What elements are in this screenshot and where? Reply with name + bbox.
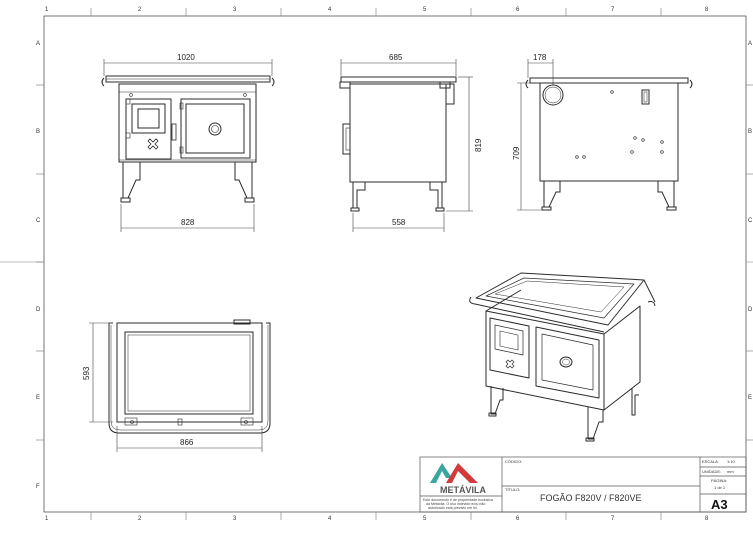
company-name: METÁVILA [440, 485, 486, 495]
unit-label: UNIDADE: [702, 469, 721, 474]
front-view [101, 75, 275, 203]
zone-column-labels-bottom: 1 2 3 4 5 6 7 8 [45, 516, 709, 522]
drawing-title: FOGÃO F820V / F820VE [540, 493, 642, 503]
zone-row-c: C [36, 218, 41, 224]
dim-top-width: 866 [180, 438, 194, 447]
ownership-notice-line-1: Este documento é de propriedade exclusiv… [423, 498, 493, 502]
zone-col-2-bottom: 2 [138, 516, 142, 522]
zone-col-3-bottom: 3 [233, 516, 237, 522]
zone-col-3: 3 [233, 7, 237, 13]
zone-col-8: 8 [705, 7, 709, 13]
zone-col-2: 2 [138, 7, 142, 13]
side-view-dimensions [340, 59, 473, 232]
title-block [419, 456, 747, 513]
side-view [339, 76, 457, 212]
zone-col-6-bottom: 6 [516, 516, 520, 522]
isometric-view [469, 272, 656, 442]
zone-row-labels-left: A B C D E F [36, 41, 41, 490]
rear-view-dimensions [517, 59, 554, 211]
zone-col-7-bottom: 7 [611, 516, 615, 522]
zone-row-e-right: E [748, 395, 752, 401]
zone-col-5-bottom: 5 [423, 516, 427, 522]
code-label: CÓDIGO: [505, 459, 522, 464]
zone-column-labels-top: 1 2 3 4 5 6 7 8 [45, 7, 709, 13]
zone-ticks [36, 8, 753, 520]
zone-col-4-bottom: 4 [328, 516, 332, 522]
dim-side-width-bottom: 558 [392, 218, 406, 227]
dim-rear-height: 709 [512, 146, 521, 160]
unit-value: mm [727, 469, 734, 474]
sheet-border [0, 15, 753, 513]
company-logo: METÁVILA [430, 463, 486, 495]
dim-front-width-bottom: 828 [181, 218, 195, 227]
zone-col-4: 4 [328, 7, 332, 13]
zone-row-a: A [36, 41, 40, 47]
zone-col-8-bottom: 8 [705, 516, 709, 522]
zone-row-labels-right: A B C D E [748, 41, 753, 401]
zone-col-1-bottom: 1 [45, 516, 49, 522]
title-label: TÍTULO: [505, 487, 520, 492]
zone-col-1: 1 [45, 7, 49, 13]
dim-side-width-top: 685 [389, 53, 403, 62]
page-label: PÁGINA: [711, 478, 727, 483]
page-value: 1 de 1 [714, 485, 726, 490]
zone-row-c-right: C [748, 218, 753, 224]
logo-mark-left [430, 463, 452, 483]
zone-row-e: E [36, 395, 40, 401]
scale-value: 1:10 [727, 459, 736, 464]
dim-front-width-top: 1020 [177, 53, 195, 62]
zone-row-f: F [36, 484, 40, 490]
zone-row-d: D [36, 307, 41, 313]
dim-rear-offset: 178 [533, 53, 547, 62]
top-view [108, 319, 271, 434]
zone-col-5: 5 [423, 7, 427, 13]
zone-row-b: B [36, 129, 40, 135]
front-view-dimensions [103, 59, 273, 232]
zone-row-a-right: A [748, 41, 752, 47]
ownership-notice-line-2: da Metávila. O uso indevido e/ou não [426, 502, 485, 506]
ownership-notice-line-3: autorizado está previsto em lei. [428, 506, 478, 510]
zone-col-7: 7 [611, 7, 615, 13]
sheet-size: A3 [711, 497, 728, 512]
dim-top-depth: 593 [82, 366, 91, 380]
rear-view [525, 77, 693, 211]
logo-mark-right [446, 463, 478, 483]
scale-label: ESCALA: [702, 459, 719, 464]
zone-col-6: 6 [516, 7, 520, 13]
dim-side-height: 819 [474, 138, 483, 152]
top-view-dimensions [89, 322, 263, 452]
zone-row-d-right: D [748, 307, 753, 313]
zone-row-b-right: B [748, 129, 752, 135]
